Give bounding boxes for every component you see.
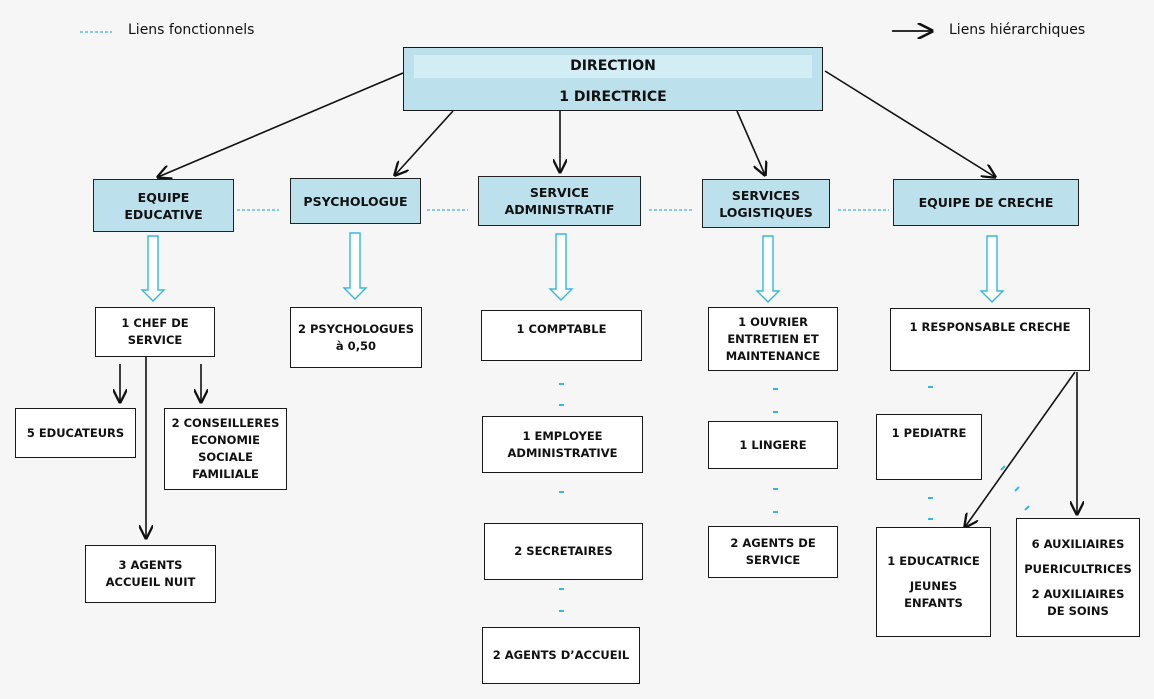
staff-educatrice-jeunes-enfants: 1 EDUCATRICE JEUNES ENFANTS (876, 527, 991, 637)
separator-dash (928, 386, 933, 388)
staff-agents-accueil-nuit: 3 AGENTS ACCUEIL NUIT (85, 545, 216, 603)
separator-dash (773, 388, 778, 390)
separator-dash (928, 518, 933, 520)
staff-label: 1 RESPONSABLE CRECHE (909, 320, 1071, 334)
staff-conseilleres: 2 CONSEILLERES ECONOMIE SOCIALE FAMILIAL… (164, 408, 287, 490)
staff-auxiliaires: 6 AUXILIAIRES PUERICULTRICES 2 AUXILIAIR… (1016, 518, 1140, 637)
legend-hierarchical-label: Liens hiérarchiques (949, 22, 1086, 38)
down-arrow-creche (979, 235, 1005, 303)
separator-dash (559, 491, 564, 493)
down-arrow-educative (140, 235, 166, 302)
functional-dash-a (1000, 465, 1006, 471)
staff-label: 1 OUVRIER (738, 314, 808, 329)
staff-label: ECONOMIE (190, 433, 261, 447)
staff-label: JEUNES (909, 578, 958, 593)
link-responsable-educatrice (965, 371, 1076, 527)
separator-dash (559, 404, 564, 406)
down-arrow-psychologue (342, 232, 368, 300)
dept-service-administratif: SERVICE ADMINISTRATIF (478, 176, 641, 226)
staff-comptable: 1 COMPTABLE (481, 310, 642, 361)
separator-dash (773, 411, 778, 413)
dept-equipe-de-creche: EQUIPE DE CRECHE (893, 179, 1079, 226)
staff-label: à 0,50 (335, 338, 377, 353)
down-arrow-logistiques (755, 235, 781, 303)
dept-label: SERVICE (529, 185, 590, 200)
staff-agents-de-service: 2 AGENTS DE SERVICE (708, 526, 838, 578)
staff-label: 3 AGENTS (118, 558, 183, 572)
staff-label: ENFANTS (904, 595, 963, 610)
direction-title: DIRECTION (570, 58, 656, 74)
staff-label: 1 LINGERE (739, 437, 807, 452)
staff-label: 2 AGENTS DE (730, 536, 816, 550)
separator-dash (773, 511, 778, 513)
dept-label: LOGISTIQUES (719, 204, 813, 220)
direction-subtitle: 1 DIRECTRICE (559, 89, 667, 105)
staff-pediatre: 1 PEDIATRE (876, 414, 982, 480)
separator-dash (559, 588, 564, 590)
staff-label: FAMILIALE (192, 467, 259, 481)
dept-label: PSYCHOLOGUE (303, 193, 408, 209)
staff-ouvrier-entretien: 1 OUVRIER ENTRETIEN ET MAINTENANCE (708, 307, 838, 371)
staff-label: SOCIALE (198, 450, 253, 464)
link-direction-logistiques (736, 110, 765, 175)
separator-dash (928, 497, 933, 499)
staff-label: 1 PEDIATRE (891, 426, 967, 440)
dept-psychologue: PSYCHOLOGUE (290, 178, 421, 224)
link-direction-educative (158, 72, 404, 177)
dept-label: ADMINISTRATIF (504, 202, 615, 217)
staff-label: ADMINISTRATIVE (507, 445, 618, 460)
dept-label: SERVICES (731, 187, 801, 203)
staff-label: 1 CHEF DE (121, 316, 189, 330)
separator-dash (773, 488, 778, 490)
down-arrow-administratif (548, 233, 574, 301)
staff-label: PUERICULTRICES (1024, 561, 1132, 576)
staff-psychologues: 2 PSYCHOLOGUES à 0,50 (290, 307, 422, 368)
staff-label: 5 EDUCATEURS (26, 425, 125, 440)
staff-label: SERVICE (127, 333, 183, 347)
direction-box: DIRECTION 1 DIRECTRICE (403, 47, 823, 111)
staff-label: 2 CONSEILLERES (171, 416, 280, 430)
staff-educateurs: 5 EDUCATEURS (15, 408, 136, 458)
link-direction-creche (824, 70, 995, 177)
staff-label: 1 COMPTABLE (516, 322, 607, 336)
dept-equipe-educative: EQUIPE EDUCATIVE (93, 179, 234, 232)
staff-label: 1 EMPLOYEE (522, 428, 603, 443)
dept-label: EQUIPE DE CRECHE (918, 195, 1054, 210)
staff-label: 2 AGENTS D’ACCUEIL (492, 648, 630, 662)
staff-label: 6 AUXILIAIRES (1031, 536, 1125, 551)
staff-secretaires: 2 SECRETAIRES (484, 523, 643, 580)
dept-label: EQUIPE (137, 189, 190, 205)
staff-lingere: 1 LINGERE (708, 421, 838, 469)
staff-label: SERVICE (745, 553, 801, 567)
separator-dash (559, 610, 564, 612)
staff-label: 2 SECRETAIRES (514, 544, 613, 558)
dept-label: EDUCATIVE (124, 206, 203, 222)
staff-label: DE SOINS (1047, 603, 1109, 618)
functional-dash-b (1014, 486, 1020, 492)
direction-band (414, 55, 812, 78)
staff-responsable-creche: 1 RESPONSABLE CRECHE (890, 308, 1090, 371)
dept-services-logistiques: SERVICES LOGISTIQUES (702, 179, 830, 228)
staff-label: 2 PSYCHOLOGUES (297, 321, 415, 336)
staff-chef-de-service: 1 CHEF DE SERVICE (95, 307, 215, 357)
separator-dash (559, 383, 564, 385)
functional-dash-c (1024, 505, 1030, 511)
link-direction-psychologue (395, 110, 454, 175)
staff-label: MAINTENANCE (725, 348, 821, 363)
staff-label: ACCUEIL NUIT (105, 575, 196, 589)
staff-employee-administrative: 1 EMPLOYEE ADMINISTRATIVE (482, 416, 643, 473)
staff-label: 1 EDUCATRICE (887, 553, 980, 568)
staff-label: ENTRETIEN ET (727, 331, 819, 346)
staff-label: 2 AUXILIAIRES (1031, 586, 1125, 601)
legend-functional-label: Liens fonctionnels (128, 22, 255, 38)
staff-agents-accueil: 2 AGENTS D’ACCUEIL (482, 627, 640, 684)
